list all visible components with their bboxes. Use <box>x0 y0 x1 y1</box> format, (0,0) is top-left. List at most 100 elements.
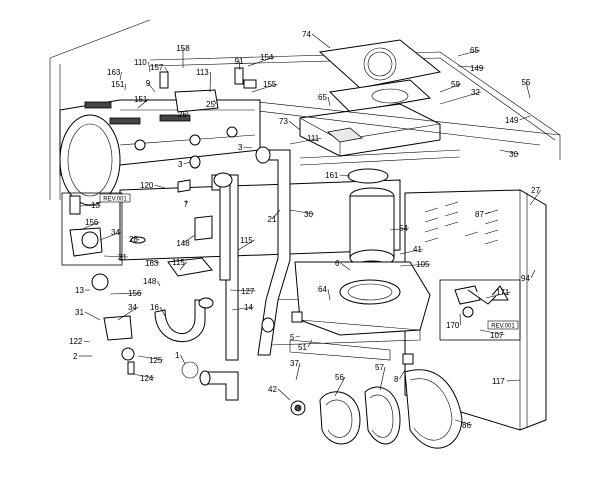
callout-label-c171: 171 <box>496 288 510 297</box>
leader-line-c122 <box>83 340 91 343</box>
callout-label-c65a: 65 <box>470 46 479 55</box>
leader-line-c25b <box>213 99 217 105</box>
leader-line-c1 <box>180 354 186 365</box>
leader-line-c124 <box>131 373 155 379</box>
leader-line-c8 <box>399 369 406 380</box>
leader-line-c170 <box>459 313 461 326</box>
casing-frame <box>49 19 561 431</box>
leader-line-c65b <box>327 96 331 107</box>
leader-line-c3b <box>243 146 253 149</box>
callout-label-c124: 124 <box>140 374 154 383</box>
callout-label-c87: 87 <box>475 210 484 219</box>
flue-assembly <box>294 168 431 336</box>
callout-label-c149a: 149 <box>470 64 484 73</box>
callout-label-c115b: 115 <box>172 258 185 267</box>
leader-line-c37 <box>295 362 301 381</box>
callout-label-c57: 57 <box>375 363 384 372</box>
leader-line-c56 <box>334 376 346 397</box>
callout-label-c64: 64 <box>318 285 327 294</box>
callout-label-c41: 41 <box>413 245 422 254</box>
rev-tag-right-label: REV.001 <box>491 324 515 330</box>
callout-label-c34b: 34 <box>128 303 137 312</box>
callout-label-c8: 8 <box>394 375 399 384</box>
rev-tag-right: REV.001 <box>439 279 521 341</box>
leader-line-c9 <box>147 82 156 93</box>
leader-line-c21 <box>271 209 281 220</box>
callout-label-c113: 113 <box>196 68 209 77</box>
callout-label-c105: 105 <box>416 260 430 269</box>
leader-line-c32 <box>439 91 482 105</box>
callout-label-c111: 111 <box>307 134 320 143</box>
callout-label-c59: 59 <box>451 80 460 89</box>
callout-label-c30a: 30 <box>509 150 518 159</box>
leader-line-c59 <box>439 83 462 93</box>
leader-line-c149b <box>519 115 531 121</box>
leader-line-c148a <box>182 234 196 244</box>
callout-label-c125: 125 <box>149 356 163 365</box>
leader-line-c14 <box>231 306 255 311</box>
callout-label-c73: 73 <box>279 117 288 126</box>
leader-line-c163b <box>147 259 160 264</box>
callout-label-c54: 54 <box>399 224 408 233</box>
leader-line-c115b <box>179 261 187 271</box>
leader-line-c5 <box>295 335 301 338</box>
leader-line-c87 <box>484 211 491 215</box>
callout-label-c91: 91 <box>235 57 244 66</box>
heat-exchanger <box>59 89 261 206</box>
leader-line-c42 <box>277 388 291 401</box>
rev-tag-left: REV.001 <box>61 192 131 266</box>
callout-label-c122: 122 <box>69 337 83 346</box>
top-cover-assembly <box>239 39 561 166</box>
leader-line-c155 <box>251 83 278 93</box>
callout-label-c51: 51 <box>298 343 307 352</box>
burner-rings <box>290 353 463 449</box>
leader-line-c74 <box>311 33 331 49</box>
callout-label-c170: 170 <box>446 321 460 330</box>
callout-label-c13b: 13 <box>75 286 84 295</box>
leader-line-c34a <box>99 231 122 241</box>
leader-line-c6 <box>340 262 351 271</box>
callout-label-c74: 74 <box>302 30 311 39</box>
leader-line-c151b <box>137 98 149 109</box>
callout-label-c120: 120 <box>140 181 154 190</box>
leader-line-c31a <box>103 255 129 258</box>
callout-label-c157: 157 <box>150 63 164 72</box>
leader-line-c125 <box>137 355 164 361</box>
callout-label-c148a: 148 <box>176 239 190 248</box>
leader-line-c34b <box>117 306 139 321</box>
callout-label-c117: 117 <box>492 377 505 386</box>
callout-label-c14: 14 <box>244 303 253 312</box>
callout-label-c7: 7 <box>184 200 189 209</box>
leader-line-c31b <box>84 311 101 321</box>
callout-label-c31b: 31 <box>75 308 84 317</box>
leader-line-c161 <box>339 174 351 177</box>
callout-label-c161: 161 <box>325 171 339 180</box>
callout-label-c31a: 31 <box>118 253 127 262</box>
callout-label-c86: 86 <box>462 421 471 430</box>
leader-line-c117 <box>506 379 521 382</box>
callout-label-c94: 94 <box>521 274 530 283</box>
leader-line-c55 <box>525 81 531 99</box>
leader-line-c13a <box>79 204 102 207</box>
leader-line-c25a <box>185 109 189 115</box>
callout-label-c1: 1 <box>175 351 180 360</box>
leader-line-c30a <box>499 149 520 155</box>
leader-line-c91 <box>238 60 241 71</box>
leader-line-c54 <box>389 227 410 231</box>
callout-label-c25a: 25 <box>178 110 187 119</box>
callout-label-c156b: 156 <box>128 289 142 298</box>
leader-line-c149a <box>457 65 485 69</box>
leader-line-c65a <box>457 49 481 57</box>
callout-label-c28: 28 <box>129 235 138 244</box>
rev-tag-left-label: REV.001 <box>103 197 127 203</box>
callout-label-c127: 127 <box>241 287 255 296</box>
leader-line-c105 <box>399 263 431 267</box>
leader-line-c86 <box>454 419 473 426</box>
callout-label-c13a: 13 <box>91 201 100 210</box>
callout-label-c151a: 151 <box>111 80 125 89</box>
callout-label-c27: 27 <box>531 186 540 195</box>
leader-line-c107 <box>479 329 505 336</box>
leader-line-c157 <box>164 66 169 73</box>
left-small-parts <box>69 67 303 375</box>
leader-line-c156a <box>79 221 100 231</box>
